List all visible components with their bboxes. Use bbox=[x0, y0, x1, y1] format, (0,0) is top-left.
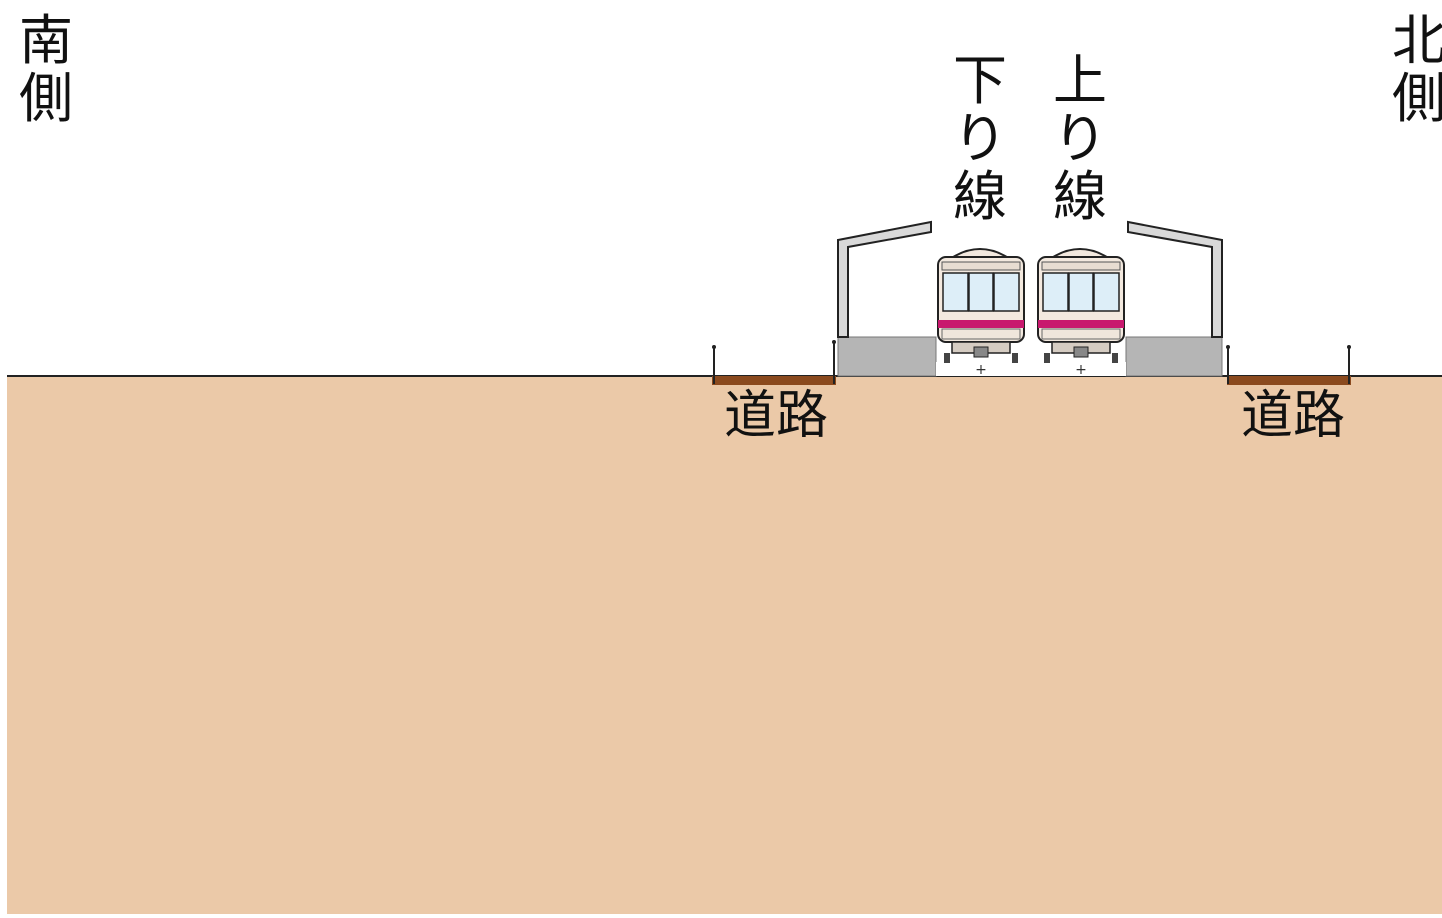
label-up-line: 上り線 bbox=[1053, 49, 1107, 228]
platform-right bbox=[1125, 220, 1223, 377]
track-center-mark-down: + bbox=[975, 362, 987, 378]
train-down-line bbox=[937, 248, 1025, 363]
track-center-mark-up: + bbox=[1075, 362, 1087, 378]
label-down-line: 下り線 bbox=[953, 49, 1007, 228]
label-north-side: 北側 bbox=[1392, 12, 1442, 128]
label-road-left: 道路 bbox=[724, 386, 829, 446]
track-bed bbox=[936, 362, 1126, 376]
train-up-line bbox=[1037, 248, 1125, 363]
road-right bbox=[1226, 345, 1351, 385]
ground bbox=[7, 376, 1442, 914]
label-south-side: 南側 bbox=[19, 9, 73, 130]
road-left bbox=[712, 340, 836, 385]
platform-left bbox=[837, 220, 937, 377]
label-road-right: 道路 bbox=[1241, 386, 1346, 446]
